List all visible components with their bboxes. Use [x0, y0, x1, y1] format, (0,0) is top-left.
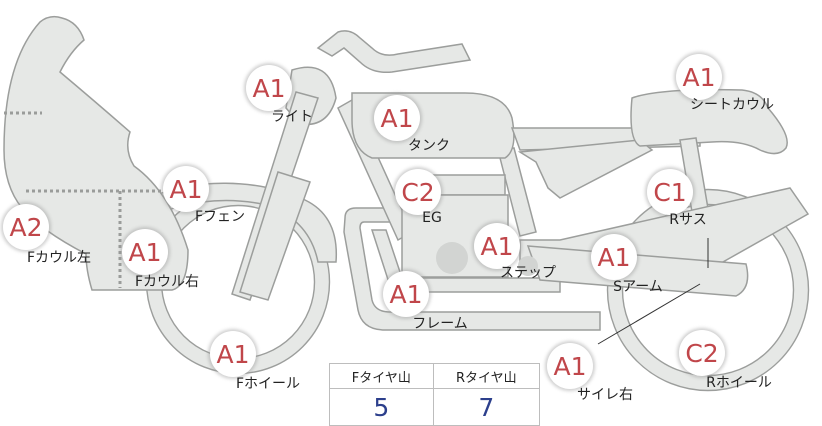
front-tread-header: Fタイヤ山 [329, 363, 434, 389]
part-label-f-wheel: Fホイール [235, 376, 301, 392]
grade-badge-eg: C2 [395, 169, 441, 215]
part-label-step: ステップ [500, 265, 556, 281]
grade-badge-step: A1 [474, 223, 520, 269]
rear-tread-header: Rタイヤ山 [432, 363, 541, 389]
frame-shape [343, 207, 601, 331]
rear-wheel-shape [606, 188, 810, 392]
handlebar-shape [316, 30, 472, 74]
tire-tread-header-row: Fタイヤ山 Rタイヤ山 [329, 363, 541, 389]
muffler-leader [597, 283, 701, 345]
grade-badge-r-sus: C1 [647, 169, 693, 215]
part-label-r-sus: Rサス [669, 212, 707, 228]
part-label-r-wheel: Rホイール [706, 375, 772, 391]
grade-badge-tank: A1 [374, 95, 420, 141]
front-fork-slider [239, 171, 311, 301]
part-label-eg: EG [422, 210, 442, 226]
part-label-muffler-right: サイレ右 [577, 387, 633, 403]
part-label-light: ライト [271, 109, 313, 125]
grade-badge-f-cowl-left: A2 [3, 204, 49, 250]
grade-badge-muffler-right: A1 [547, 343, 593, 389]
grade-badge-s-arm: A1 [591, 234, 637, 280]
part-label-s-arm: Sアーム [613, 279, 663, 295]
grade-badge-light: A1 [246, 65, 292, 111]
tire-tread-table: Fタイヤ山 Rタイヤ山 5 7 [329, 363, 541, 426]
front-cowl-shape [3, 15, 189, 291]
part-label-frame: フレーム [412, 316, 468, 332]
part-label-seat-cowl: シートカウル [690, 97, 774, 113]
grade-badge-f-cowl-right: A1 [122, 229, 168, 275]
part-label-f-fender: Fフェン [194, 209, 246, 225]
grade-badge-frame: A1 [383, 271, 429, 317]
grade-badge-seat-cowl: A1 [676, 54, 722, 100]
part-label-f-cowl-left: Fカウル左 [26, 250, 92, 266]
grade-badge-f-wheel: A1 [210, 331, 256, 377]
rear-tread-value: 7 [432, 388, 541, 426]
grade-badge-f-fender: A1 [163, 166, 209, 212]
part-label-tank: タンク [408, 138, 450, 154]
tire-tread-value-row: 5 7 [329, 388, 541, 426]
part-label-f-cowl-right: Fカウル右 [134, 274, 200, 290]
muffler-shape [526, 245, 749, 297]
grade-badge-r-wheel: C2 [679, 330, 725, 376]
front-tread-value: 5 [329, 388, 434, 426]
